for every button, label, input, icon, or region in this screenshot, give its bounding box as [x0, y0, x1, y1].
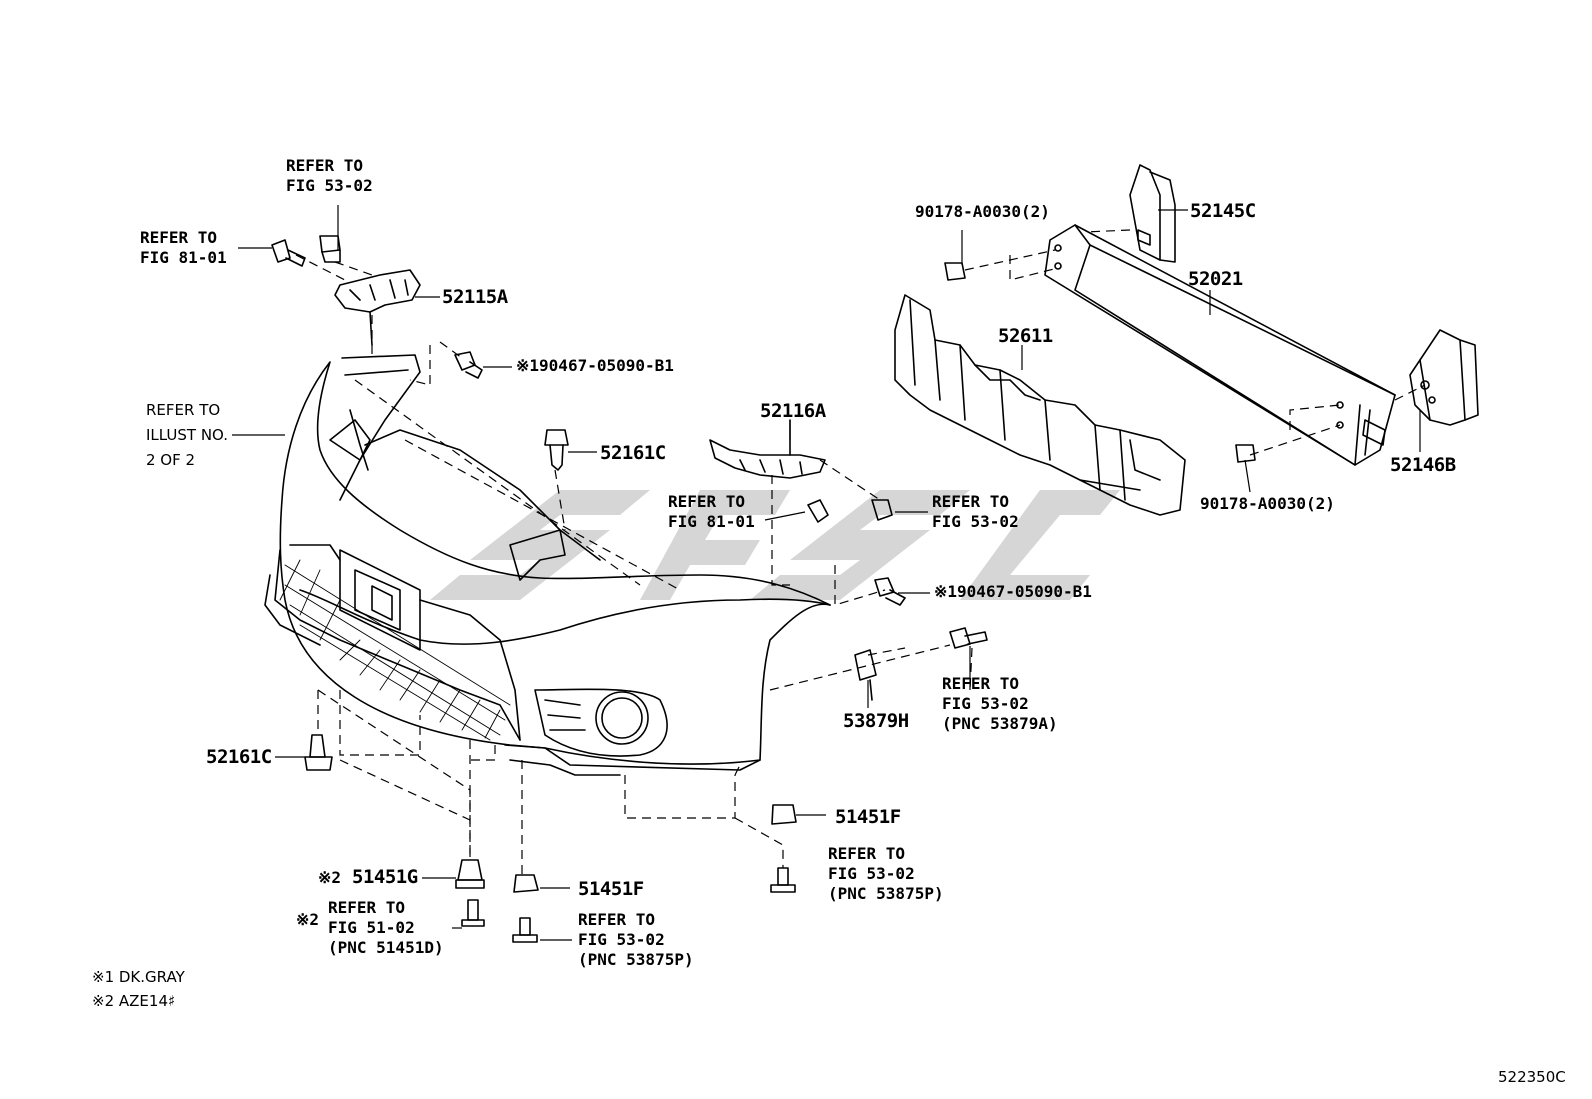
part-52115A[interactable]: 52115A [442, 286, 508, 308]
part-clip-top[interactable]: ※190467-05090-B1 [516, 356, 674, 375]
ref-illust-line1: REFER TO [146, 401, 221, 419]
part-52161C-top[interactable]: 52161C [600, 442, 666, 464]
ref-mid-bot-line2[interactable]: FIG 53-02 [578, 930, 665, 949]
ref-left-line1: REFER TO [140, 228, 218, 247]
ref-53879-line3: (PNC 53879A) [942, 714, 1058, 733]
mark-2-b: ※2 [296, 910, 320, 929]
ref-right-line1: REFER TO [828, 844, 906, 863]
part-nut-bottom[interactable]: 90178-A0030(2) [1200, 494, 1335, 513]
part-52146B[interactable]: 52146B [1390, 454, 1456, 476]
bracket-52115A [334, 269, 421, 346]
part-53879H[interactable]: 53879H [843, 710, 909, 732]
ref-left-bot-line1: REFER TO [328, 898, 406, 917]
part-51451F-mid[interactable]: 51451F [578, 878, 644, 900]
leader-lines [232, 205, 1421, 941]
bracket-52146B [1409, 329, 1479, 426]
ref-left-bot-line2[interactable]: FIG 51-02 [328, 918, 415, 937]
legend-note-1: ※1 DK.GRAY [92, 968, 185, 986]
ref-left-bot-line3: (PNC 51451D) [328, 938, 444, 957]
ref-illust-line3: 2 OF 2 [146, 451, 196, 469]
bracket-52116A [709, 419, 826, 479]
ref-53879-line2[interactable]: FIG 53-02 [942, 694, 1029, 713]
part-51451G[interactable]: 51451G [352, 866, 418, 888]
ref-mid53-line2[interactable]: FIG 53-02 [932, 512, 1019, 531]
part-clip-mid[interactable]: ※190467-05090-B1 [934, 582, 1092, 601]
ref-illust-line2: ILLUST NO. [146, 426, 229, 444]
part-51451F-right[interactable]: 51451F [835, 806, 901, 828]
part-nut-top[interactable]: 90178-A0030(2) [915, 202, 1050, 221]
ref-top-line1: REFER TO [286, 156, 364, 175]
mark-2-a: ※2 [318, 868, 342, 887]
ref-top-line2[interactable]: FIG 53-02 [286, 176, 373, 195]
ref-mid81-line2[interactable]: FIG 81-01 [668, 512, 755, 531]
bumper-cover [264, 354, 831, 776]
ref-right-line3: (PNC 53875P) [828, 884, 944, 903]
absorber-52611 [894, 294, 1186, 516]
diagram-code: 522350C [1498, 1068, 1566, 1086]
legend-note-2: ※2 AZE14♯ [92, 992, 176, 1010]
watermark-logo [430, 490, 1120, 600]
ref-53879-line1: REFER TO [942, 674, 1020, 693]
part-52611[interactable]: 52611 [998, 325, 1053, 347]
ref-left-line2[interactable]: FIG 81-01 [140, 248, 227, 267]
guide-lines [295, 229, 1426, 875]
ref-mid-bot-line1: REFER TO [578, 910, 656, 929]
ref-mid81-line1: REFER TO [668, 492, 746, 511]
bracket-52145C [1129, 164, 1176, 263]
part-52021[interactable]: 52021 [1188, 268, 1243, 290]
ref-mid53-line1: REFER TO [932, 492, 1010, 511]
reinforcement-52021 [1044, 224, 1396, 466]
part-52116A[interactable]: 52116A [760, 400, 826, 422]
fasteners [271, 235, 1256, 943]
part-52145C[interactable]: 52145C [1190, 200, 1256, 222]
part-52161C-bottom[interactable]: 52161C [206, 746, 272, 768]
ref-mid-bot-line3: (PNC 53875P) [578, 950, 694, 969]
ref-right-line2[interactable]: FIG 53-02 [828, 864, 915, 883]
